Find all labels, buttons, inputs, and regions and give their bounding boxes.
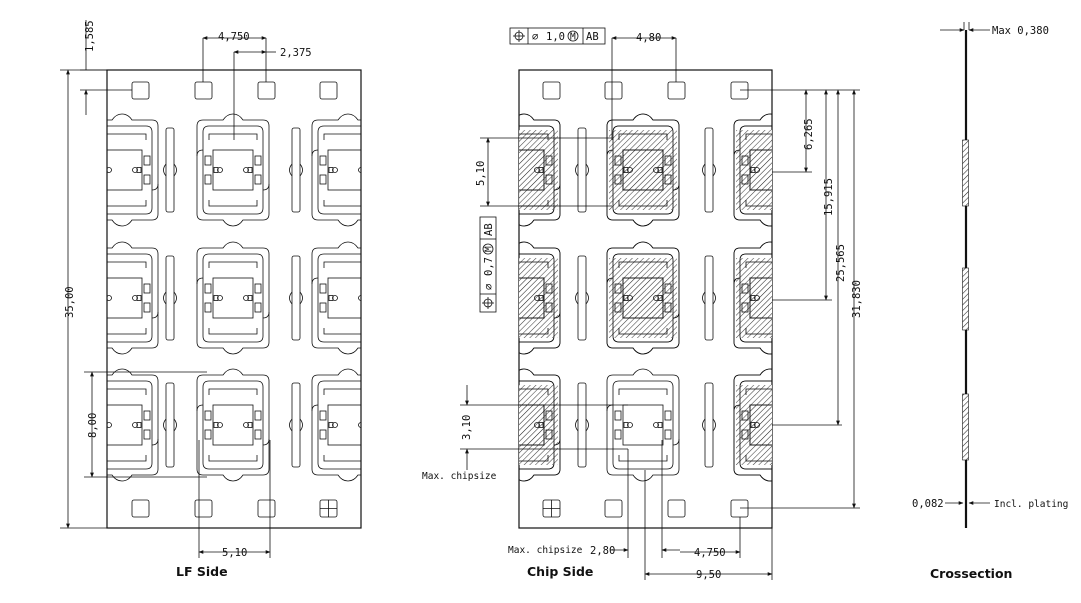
- chip-dim-d3: 25,565: [835, 244, 847, 282]
- chip-dim-d4: 31,830: [851, 280, 863, 318]
- lf-dim-half-pitch: 2,375: [280, 47, 312, 59]
- lf-dim-pad-width: 5,10: [222, 547, 247, 559]
- crossection-caption: Crossection: [930, 566, 1012, 581]
- tol-top-mmc: M: [570, 32, 576, 43]
- tol-left-mmc: M: [484, 246, 495, 252]
- lf-dim-total-height: 35,00: [64, 286, 76, 318]
- diameter-symbol: ⌀: [483, 284, 495, 290]
- position-tolerance-frame-left: ⌀ 0,7 M AB: [479, 216, 497, 313]
- cross-dim-plating: 0,082: [912, 498, 944, 510]
- lf-side-caption: LF Side: [176, 564, 228, 579]
- tol-top-datum: AB: [586, 31, 599, 43]
- chip-bottom-pads: [542, 499, 749, 518]
- position-tolerance-frame-top: ⌀ 1,0 M AB: [509, 27, 606, 45]
- max-chipsize-bottom-label: Max. chipsize: [508, 545, 583, 556]
- chip-side-view: ⌀ 1,0 M AB 4,80 ⌀ 0,7 M AB 5,10: [422, 27, 863, 581]
- lf-dim-top-margin: 1,585: [84, 20, 96, 52]
- tol-left-datum: AB: [483, 223, 495, 236]
- chip-dim-pitch-top: 4,80: [636, 32, 661, 44]
- lf-side-view: 1,585 4,750 2,375 35,00 8,00 5,10 LF Sid…: [60, 20, 362, 579]
- lf-top-pads: [131, 81, 338, 100]
- cross-plating-note: Incl. plating: [994, 499, 1068, 510]
- tol-left-value: 0,7: [483, 257, 495, 276]
- chip-dim-chip-height: 3,10: [461, 415, 473, 440]
- crossection-view: Max 0,380 0,082 Incl. plating Crossectio…: [912, 22, 1068, 581]
- max-chipsize-left-label: Max. chipsize: [422, 471, 497, 482]
- lf-dim-pitch-y: 8,00: [87, 413, 99, 438]
- chip-top-pads: [542, 81, 749, 100]
- chip-dim-pad-height: 5,10: [475, 161, 487, 186]
- tol-top-value: 1,0: [546, 31, 565, 43]
- chip-dim-chip-width: 2,80: [590, 545, 615, 557]
- chip-dim-d1: 6,265: [803, 118, 815, 150]
- diameter-symbol: ⌀: [532, 31, 538, 43]
- lf-dim-pitch-x: 4,750: [218, 31, 250, 43]
- chip-side-caption: Chip Side: [527, 564, 593, 579]
- chip-dim-total-bottom: 9,50: [696, 569, 721, 581]
- chip-dim-pitch-bottom: 4,750: [694, 547, 726, 559]
- lf-bottom-pads: [131, 499, 338, 518]
- chip-dim-d2: 15,915: [823, 178, 835, 216]
- cross-dim-max-thickness: Max 0,380: [992, 25, 1049, 37]
